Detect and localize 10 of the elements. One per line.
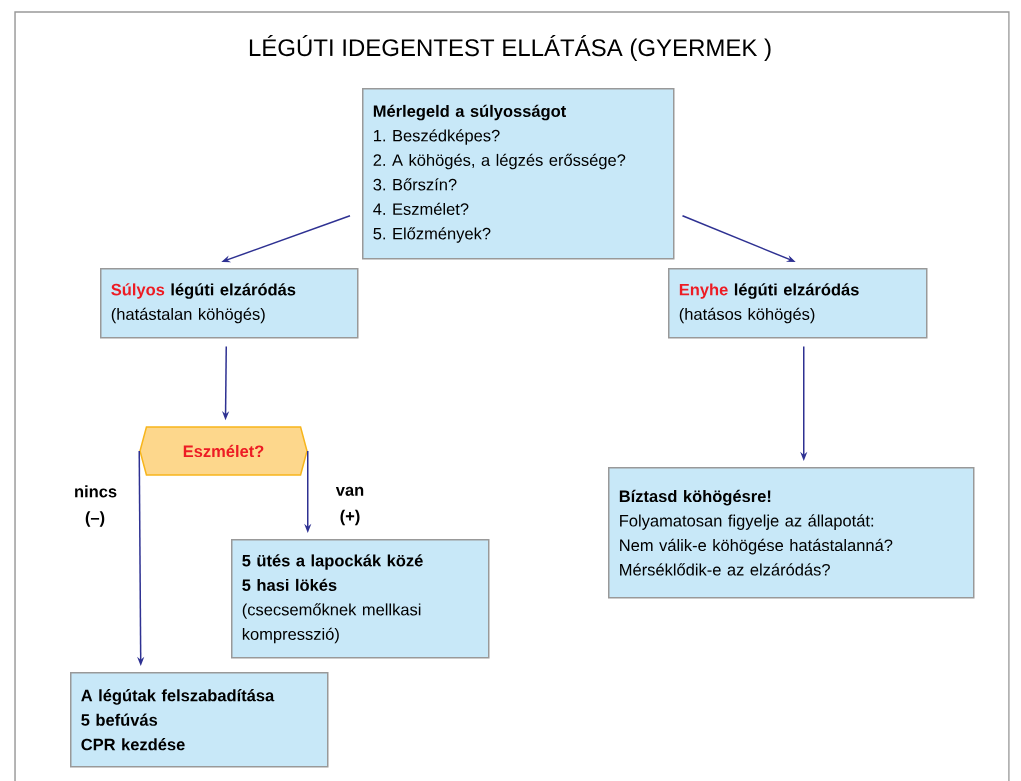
- process-box: A légútak felszabadítása 5 befúvás CPR kezdése: [70, 672, 329, 768]
- process-box: 5 ütés a lapockák közé 5 hasi lökés (csecsemőknek mellkasi kompresszió): [231, 539, 490, 659]
- process-box: Enyhe légúti elzáródás (hatásos köhögés): [668, 268, 928, 339]
- edge-label: van (+): [328, 485, 372, 527]
- title: LÉGÚTI IDEGENTEST ELLÁTÁSA (GYERMEK ): [249, 35, 771, 61]
- process-box: Bíztasd köhögésre! Folyamatosan figyelje az állapotát: Nem válik-e köhögése hatástalanná? Mérséklődik-e az elzáródás?: [608, 467, 975, 599]
- edge-label: nincs (–): [73, 484, 117, 528]
- process-box: Súlyos légúti elzáródás (hatástalan köhögés): [100, 268, 359, 339]
- decision-hexagon: Eszmélet?: [139, 426, 308, 476]
- process-box: Mérlegeld a súlyosságot 1. Beszédképes? 2. A köhögés, a légzés erőssége? 3. Bőrszín? 4. Eszmélet? 5. Előzmények?: [362, 88, 675, 260]
